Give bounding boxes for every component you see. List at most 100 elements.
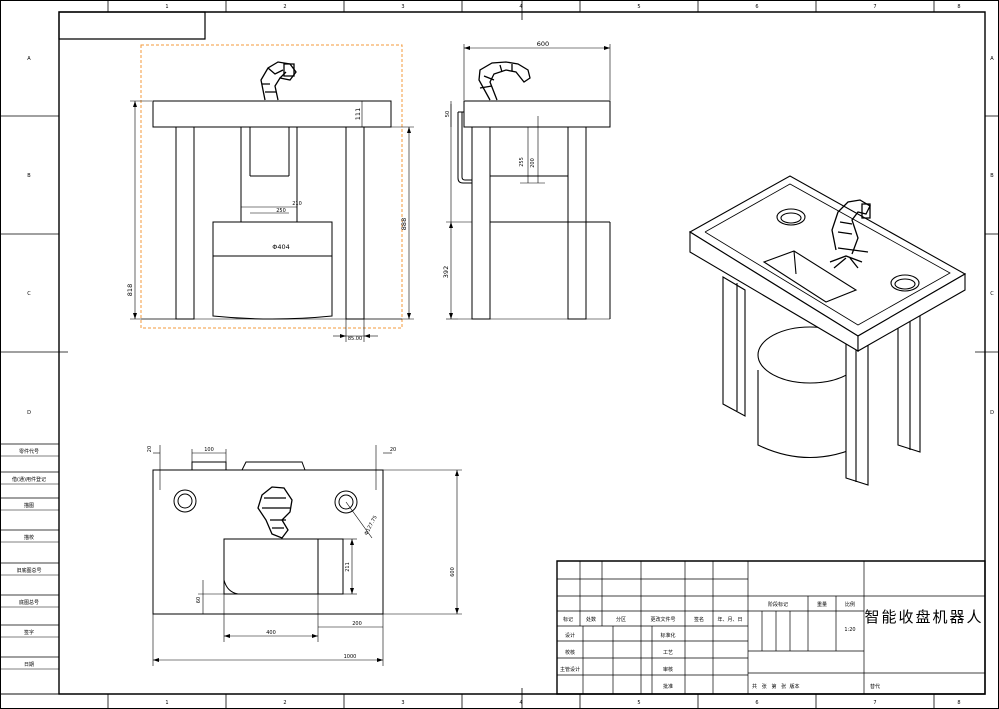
title-block-role-label: 主管设计 [560, 666, 580, 673]
title-block-approval-label: 批准 [663, 683, 673, 690]
iso-robot-arm [830, 200, 870, 268]
column-label-top: 4 [519, 4, 522, 10]
strip-label: 底图总号 [19, 599, 39, 606]
title-block [557, 561, 985, 694]
dim-top-height: 111 [354, 108, 362, 120]
column-label-bottom: 7 [873, 700, 876, 706]
dim-width-600: 600 [537, 40, 549, 48]
top-hole-left [174, 490, 196, 512]
column-labels: 1 1 2 2 3 3 4 4 5 5 6 6 7 7 8 8 [165, 4, 960, 706]
isometric-view [690, 176, 965, 485]
strip-label: 描校 [24, 534, 34, 541]
scale-header: 比例 [845, 601, 855, 608]
column-label-top: 7 [873, 4, 876, 10]
row-labels: A A B B C C D D [27, 56, 994, 416]
robot-arm-side [479, 62, 530, 100]
top-view [153, 445, 462, 666]
dim-w20a: 20 [147, 446, 153, 452]
dim-total-height: 818 [126, 284, 134, 296]
dim-w100: 100 [204, 447, 214, 453]
top-opening [224, 539, 343, 594]
row-label-left: C [27, 291, 31, 297]
row-label-right: C [990, 291, 994, 297]
title-block-approval-label: 标准化 [660, 632, 675, 639]
row-label-right: A [990, 56, 994, 62]
iso-tray-side-right [858, 274, 965, 351]
strip-label: 借(通)用件登记 [12, 476, 46, 483]
strip-label: 日期 [24, 662, 34, 668]
dim-w1000: 1000 [344, 654, 357, 660]
column-label-bottom: 4 [519, 700, 522, 706]
dim-leg-height: 888 [400, 218, 408, 230]
top-hole-right [335, 491, 357, 513]
title-block-row-header: 更改文件号 [650, 616, 675, 623]
weight-header: 重量 [817, 601, 827, 608]
dim-diameter: Φ404 [272, 243, 290, 251]
drawing-title: 智能收盘机器人 [864, 608, 983, 626]
column-label-bottom: 8 [957, 700, 960, 706]
column-label-bottom: 6 [755, 700, 758, 706]
column-label-top: 2 [283, 4, 286, 10]
dim-rail-50: 50 [445, 111, 451, 117]
strip-label: 描图 [24, 502, 34, 509]
dim-h211: 211 [345, 562, 351, 572]
title-block-row-header: 处数 [586, 616, 596, 623]
dim-w400: 400 [266, 630, 276, 636]
corner-box [59, 12, 205, 39]
row-label-right: D [990, 410, 994, 416]
dim-h600: 600 [450, 567, 456, 577]
title-block-row-header: 年、月、日 [717, 616, 742, 623]
robot-arm-front [261, 62, 296, 100]
title-block-approval-label: 工艺 [663, 650, 673, 656]
top-outline [153, 470, 383, 614]
column-label-top: 1 [165, 4, 168, 10]
dim-bottom-offset: 85.00 [348, 336, 362, 342]
column-label-top: 6 [755, 4, 758, 10]
front-view-dim-labels: 111 888 818 210 250 Φ404 85.00 [126, 108, 408, 342]
column-label-bottom: 5 [637, 700, 640, 706]
column-label-top: 8 [957, 4, 960, 10]
top-robot-arm [258, 487, 292, 538]
title-block-row-header: 分区 [616, 616, 626, 623]
side-view-dim-labels: 600 50 255 200 392 [442, 40, 549, 278]
tabletop [153, 101, 391, 127]
selection-box [141, 45, 402, 328]
row-label-left: B [27, 173, 31, 179]
row-label-right: B [990, 173, 994, 179]
column-label-top: 3 [401, 4, 404, 10]
dim-mid-b: 200 [530, 158, 536, 168]
scale-value: 1:20 [844, 627, 855, 633]
dim-lower-392: 392 [442, 266, 450, 278]
column-label-bottom: 3 [401, 700, 404, 706]
column-label-top: 5 [637, 4, 640, 10]
title-block-approval-label: 审核 [663, 666, 673, 673]
column-label-bottom: 1 [165, 700, 168, 706]
row-label-left: A [27, 56, 31, 62]
side-view [446, 44, 610, 319]
dim-w200: 200 [352, 621, 362, 627]
strip-label: 旧底图总号 [16, 567, 41, 574]
title-block-row-header: 签名 [694, 616, 704, 623]
title-block-text: 标记处数分区更改文件号签名年、月、日 设计校核主管设计 标准化工艺审核批准 阶段… [560, 601, 983, 690]
title-block-row-header: 标记 [563, 616, 573, 623]
iso-leg-front [846, 335, 868, 485]
iso-leg-back-left [723, 277, 745, 416]
row-label-left: D [27, 410, 31, 416]
strip-label: 零件代号 [19, 448, 39, 455]
replace-label: 替代 [870, 683, 880, 690]
title-block-role-label: 校核 [565, 649, 575, 656]
dim-w20b: 20 [390, 447, 396, 453]
iso-leg-front-right [898, 305, 920, 452]
strip-label: 签字 [24, 629, 34, 636]
front-view [130, 45, 414, 342]
dim-inner-b: 250 [276, 208, 286, 214]
dim-h60: 60 [196, 597, 202, 603]
dim-mid-a: 255 [519, 157, 525, 167]
dim-inner-a: 210 [292, 201, 302, 207]
title-block-role-label: 设计 [565, 632, 575, 639]
column-label-bottom: 2 [283, 700, 286, 706]
sheet-info: 共 张 第 张 版本 [752, 683, 799, 690]
